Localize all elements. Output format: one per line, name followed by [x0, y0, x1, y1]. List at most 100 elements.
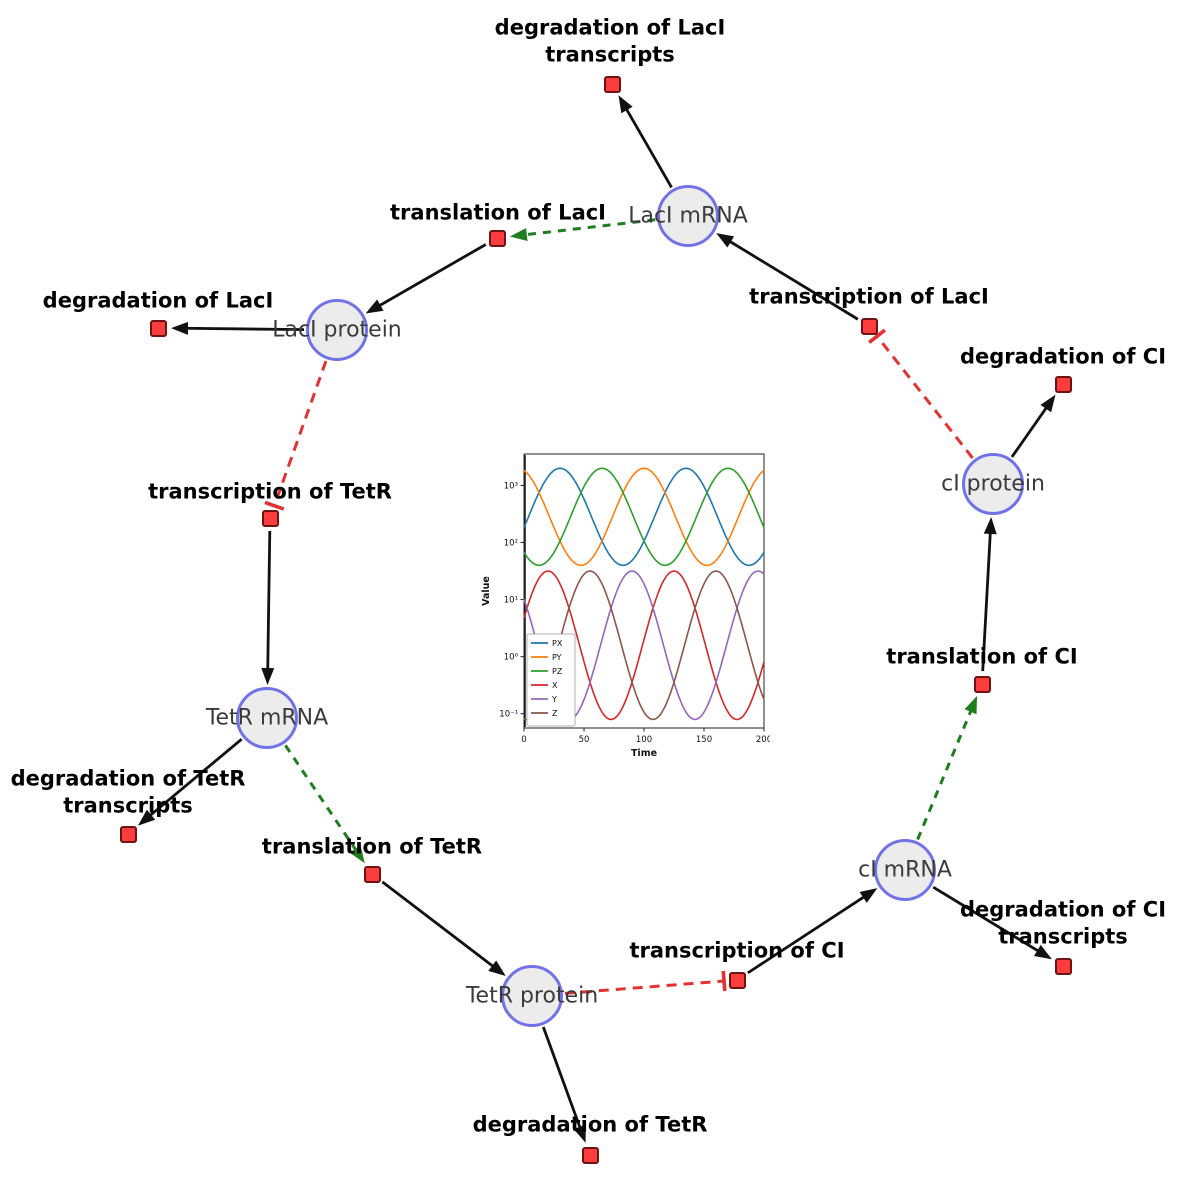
edge-inhibition-laci_protein-txn_tetr	[272, 360, 328, 507]
edge-production-transl_laci-laci_protein	[375, 243, 487, 309]
arrowhead-icon	[1033, 944, 1052, 960]
series-line-PY	[523, 467, 765, 567]
x-tick-label: 200	[756, 735, 770, 745]
edge-inhibition-tetr_protein-txn_ci	[564, 979, 725, 995]
reaction-node-transl_ci[interactable]	[973, 675, 991, 693]
arrowhead-icon	[170, 321, 189, 335]
species-label-ci_protein: cI protein	[941, 471, 1045, 497]
reaction-node-txn_laci[interactable]	[860, 317, 878, 335]
arrowhead-icon	[261, 667, 275, 686]
legend-label-PX: PX	[552, 639, 563, 648]
reaction-label-transl_ci: translation of CI	[886, 643, 1077, 670]
arrowhead-icon	[488, 960, 506, 976]
y-axis-label: Value	[481, 576, 492, 606]
legend-label-Y: Y	[551, 695, 557, 704]
arrowhead-icon	[964, 696, 978, 715]
reaction-label-line: translation of CI	[886, 644, 1078, 669]
y-tick-label: 10²	[504, 538, 518, 548]
arrowhead-icon	[716, 233, 735, 248]
x-tick-label: 100	[636, 735, 652, 745]
reaction-label-deg_laci_tx: degradation of LacI transcripts	[495, 15, 726, 70]
x-tick-label: 50	[579, 735, 590, 745]
reaction-label-deg_ci: degradation of CI	[960, 343, 1166, 370]
y-tick-label: 10⁻¹	[499, 710, 518, 720]
legend-label-X: X	[552, 681, 558, 690]
reaction-label-line: transcripts	[545, 43, 675, 67]
reaction-label-line: transcription of TetR	[148, 479, 392, 504]
edge-production-transl_ci-ci_protein	[981, 528, 992, 672]
edge-inhibition-ci_protein-txn_laci	[875, 335, 974, 459]
reaction-node-deg_tetr[interactable]	[581, 1146, 599, 1164]
species-node-laci_mrna[interactable]	[657, 185, 719, 247]
series-line-PX	[523, 467, 765, 567]
reaction-node-deg_laci[interactable]	[149, 319, 167, 337]
reaction-node-deg_ci[interactable]	[1054, 375, 1072, 393]
edge-production-txn_tetr-tetr_mrna	[266, 530, 272, 674]
reaction-label-line: translation of TetR	[261, 834, 483, 859]
edge-consumption-tetr_protein-deg_tetr	[541, 1026, 583, 1132]
reaction-label-deg_ci_tx: degradation of CI transcripts	[960, 897, 1166, 952]
species-label-tetr_mrna: TetR mRNA	[205, 705, 329, 731]
edge-consumption-laci_protein-deg_laci	[182, 326, 305, 332]
species-node-tetr_mrna[interactable]	[236, 687, 298, 749]
arrowhead-icon	[1040, 394, 1056, 413]
series-line-Z	[523, 570, 765, 721]
reaction-node-txn_tetr[interactable]	[261, 509, 279, 527]
y-tick-label: 10³	[504, 481, 518, 491]
reaction-label-txn_ci: transcription of CI	[629, 937, 844, 964]
edge-consumption-ci_mrna-deg_ci_tx	[932, 885, 1043, 955]
x-tick-label: 150	[696, 735, 712, 745]
reaction-label-line: degradation of TetR	[472, 1112, 708, 1137]
reaction-label-line: transcription of LacI	[749, 284, 989, 309]
species-label-laci_protein: LacI protein	[272, 317, 402, 343]
species-node-ci_mrna[interactable]	[874, 839, 936, 901]
edge-modifier-tetr_mrna-transl_tetr	[284, 744, 360, 855]
reaction-label-line: degradation of LacI	[42, 288, 274, 313]
reaction-label-deg_laci: degradation of LacI	[43, 287, 274, 314]
species-label-laci_mrna: LacI mRNA	[628, 203, 748, 229]
edge-production-transl_tetr-tetr_protein	[381, 880, 498, 970]
edge-production-txn_ci-ci_mrna	[747, 893, 869, 975]
reaction-label-txn_laci: transcription of LacI	[749, 283, 989, 310]
legend-label-Z: Z	[552, 709, 558, 718]
arrowhead-icon	[573, 1124, 586, 1143]
reaction-node-deg_ci_tx[interactable]	[1054, 957, 1072, 975]
arrowhead-icon	[349, 845, 365, 864]
arrowhead-icon	[859, 888, 878, 903]
inhibition-tee-icon	[264, 500, 285, 511]
reaction-node-transl_tetr[interactable]	[363, 865, 381, 883]
edge-consumption-ci_protein-deg_ci	[1010, 403, 1050, 458]
edge-modifier-laci_mrna-transl_laci	[521, 218, 656, 237]
species-node-laci_protein[interactable]	[306, 299, 368, 361]
species-node-ci_protein[interactable]	[962, 453, 1024, 515]
reaction-label-line: degradation of CI	[959, 344, 1167, 369]
legend-label-PZ: PZ	[552, 667, 563, 676]
y-tick-label: 10⁰	[504, 653, 519, 663]
reaction-label-line: degradation of CI	[959, 897, 1167, 922]
reaction-label-line: transcripts	[63, 794, 193, 818]
edge-consumption-laci_mrna-deg_laci_tx	[623, 104, 673, 189]
reaction-node-txn_ci[interactable]	[728, 971, 746, 989]
reaction-label-line: degradation of LacI	[494, 15, 726, 40]
reaction-label-transl_laci: translation of LacI	[390, 199, 606, 226]
edge-modifier-ci_mrna-transl_ci	[916, 706, 974, 841]
arrowhead-icon	[509, 228, 528, 242]
x-axis-label: Time	[631, 748, 657, 759]
species-node-tetr_protein[interactable]	[501, 965, 563, 1027]
arrowhead-icon	[137, 809, 156, 826]
edge-consumption-tetr_mrna-deg_tetr_tx	[146, 738, 243, 820]
reaction-node-transl_laci[interactable]	[488, 229, 506, 247]
reaction-label-line: transcripts	[998, 925, 1128, 949]
reaction-node-deg_laci_tx[interactable]	[603, 75, 621, 93]
reaction-node-deg_tetr_tx[interactable]	[119, 825, 137, 843]
reaction-label-line: translation of LacI	[390, 200, 606, 225]
arrowhead-icon	[365, 299, 384, 314]
reaction-label-transl_tetr: translation of TetR	[262, 833, 482, 860]
reaction-label-deg_tetr: degradation of TetR	[473, 1111, 708, 1138]
reaction-label-line: transcription of CI	[629, 938, 845, 963]
